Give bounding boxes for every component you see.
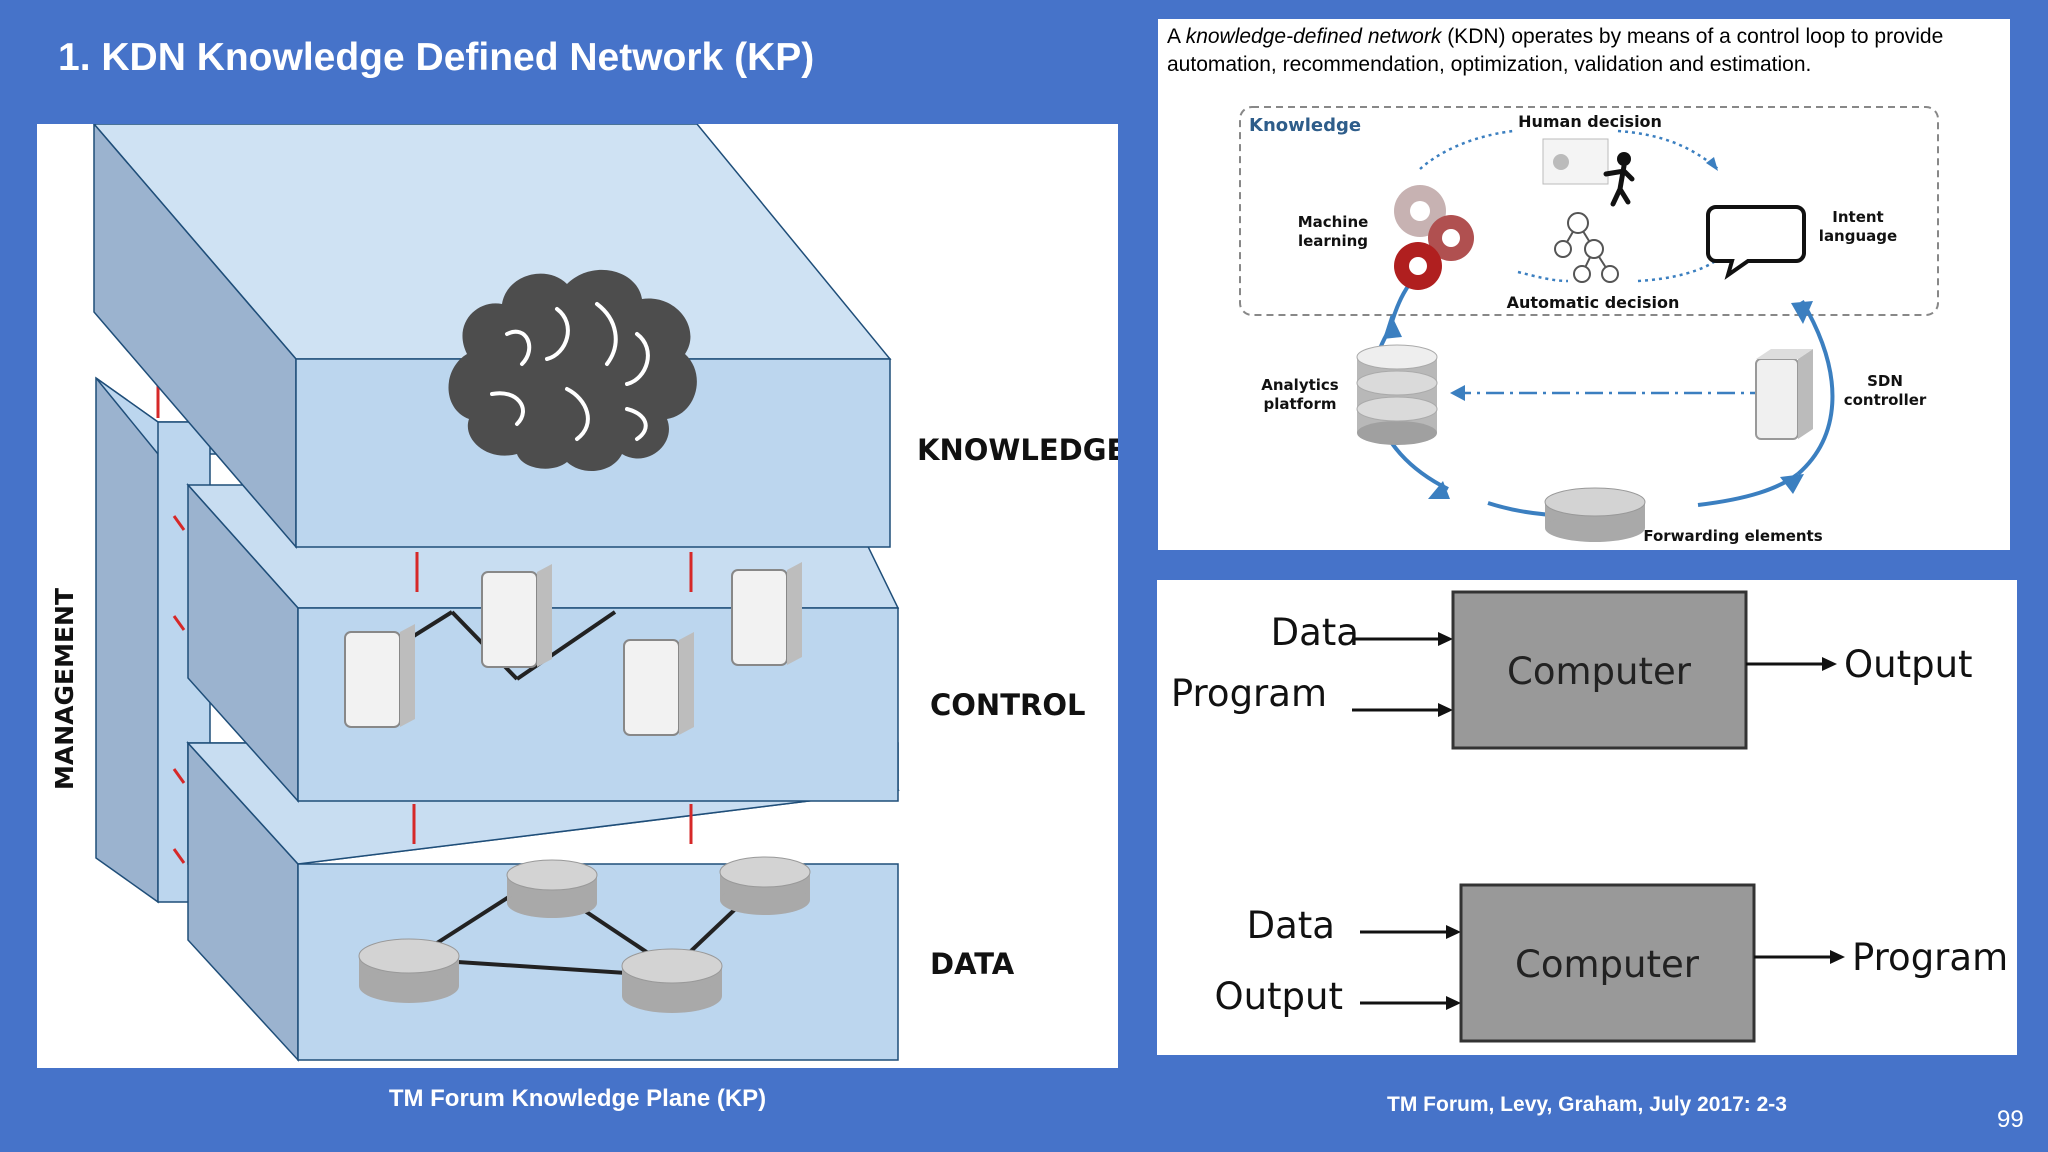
input-program-label: Program [1171, 672, 1327, 715]
input-data-label: Data [1271, 611, 1359, 654]
knowledge-label: KNOWLEDGE [917, 433, 1118, 467]
sdn-controller-icon [1755, 349, 1813, 440]
kdn-description: A knowledge-defined network (KDN) operat… [1167, 25, 1944, 76]
knowledge-plane-figure: KNOWLEDGE CONTROL DATA MANAGEMENT [37, 121, 1126, 1068]
sdn-controller-label-2: controller [1844, 391, 1927, 409]
automatic-decision-label: Automatic decision [1507, 293, 1680, 312]
intent-language-label-2: language [1819, 227, 1897, 245]
human-decision-icon [1542, 138, 1635, 207]
machine-learning-label-1: Machine [1298, 213, 1369, 231]
forwarding-elements-label: Forwarding elements [1643, 527, 1822, 545]
decision-tree-icon [1554, 212, 1619, 283]
computer-box-label: Computer [1515, 943, 1700, 986]
gears-icon [1394, 185, 1474, 290]
server-icon [481, 564, 552, 668]
computer-diagram-top: Data Program Computer Output [1171, 590, 1973, 750]
router-icons [358, 856, 811, 1013]
knowledge-box-label: Knowledge [1249, 115, 1361, 136]
router-icon [719, 856, 811, 915]
input-data-label: Data [1247, 904, 1335, 947]
computer-box [1451, 590, 1748, 750]
output-label: Output [1844, 643, 1973, 686]
input-output-label: Output [1214, 975, 1343, 1018]
left-figure-caption: TM Forum Knowledge Plane (KP) [388, 1085, 767, 1112]
server-icon [731, 562, 802, 666]
program-output-label: Program [1852, 936, 2008, 979]
data-label: DATA [930, 947, 1015, 981]
computer-box [1459, 883, 1756, 1043]
page-number: 99 [1997, 1106, 2024, 1133]
source-caption: TM Forum, Levy, Graham, July 2017: 2-3 [1387, 1093, 1787, 1116]
computer-diagram-bottom: Data Output Computer Program [1214, 883, 2008, 1043]
control-loop [1371, 129, 1835, 518]
analytics-platform-label-2: platform [1263, 395, 1336, 413]
router-icon [506, 859, 598, 918]
human-decision-label: Human decision [1518, 112, 1662, 131]
computer-diagram: Data Program Computer Output Data Output… [1157, 580, 2017, 1055]
slide-title: 1. KDN Knowledge Defined Network (KP) [58, 36, 815, 79]
brain-icon [448, 269, 697, 472]
speech-bubble-icon [1706, 205, 1806, 280]
router-icon [621, 948, 723, 1013]
server-icons [343, 562, 802, 736]
intent-language-label-1: Intent [1832, 208, 1883, 226]
computer-box-label: Computer [1507, 650, 1692, 693]
management-label: MANAGEMENT [50, 588, 79, 790]
kdn-control-loop-figure: A knowledge-defined network (KDN) operat… [1158, 19, 2010, 550]
analytics-platform-label-1: Analytics [1261, 376, 1339, 394]
control-label: CONTROL [930, 688, 1085, 722]
machine-learning-label-2: learning [1298, 232, 1368, 250]
server-icon [344, 624, 415, 728]
server-icon [623, 632, 694, 736]
router-icon [1544, 487, 1646, 542]
database-icon [1356, 344, 1438, 445]
router-icon [358, 938, 460, 1003]
sdn-controller-label-1: SDN [1867, 372, 1903, 390]
